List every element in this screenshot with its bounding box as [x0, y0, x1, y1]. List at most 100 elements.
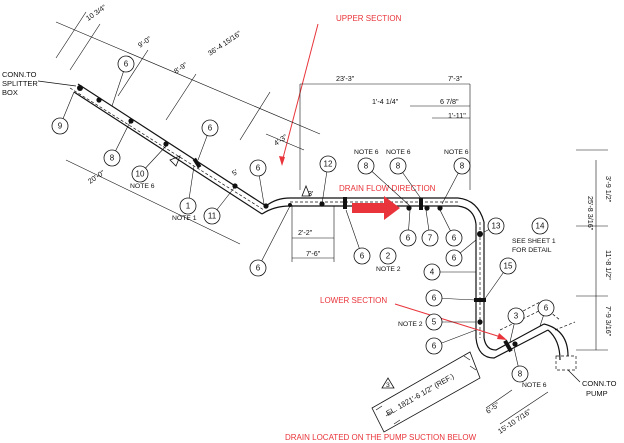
dim-3: 3': [308, 189, 314, 198]
callout-bubble-8: 8: [453, 157, 471, 175]
dimension-lines: [55, 11, 608, 425]
dim-25-8-3-16: 25'-8 3/16": [586, 196, 595, 231]
callout-bubble-6: 6: [201, 119, 219, 137]
conn-splitter-line3: BOX: [2, 88, 18, 97]
dim-8-9: 8'-9": [172, 60, 189, 76]
red-annotations: UPPER SECTION DRAIN FLOW DIRECTION LOWER…: [279, 14, 507, 442]
callout-bubble-label: 5: [432, 318, 437, 327]
elevation-tag: EL. 1821'-6 1/2" (REF.) 3: [371, 351, 481, 433]
callout-bubble-6: 6: [249, 259, 267, 277]
note-6-c: NOTE 6: [386, 149, 411, 156]
see-sheet-line2: FOR DETAIL: [512, 247, 552, 254]
callout-bubble-label: 14: [536, 222, 545, 231]
callout-bubble-label: 6: [256, 164, 261, 173]
callout-bubble-label: 8: [460, 162, 465, 171]
conn-splitter-line2: SPLITTER: [2, 79, 38, 88]
pipe-fittings: [77, 85, 518, 353]
connection-labels: CONN.TO SPLITTER BOX CONN.TO PUMP SEE SH…: [2, 70, 617, 398]
callout-bubble-label: 6: [452, 234, 457, 243]
callout-bubble-6: 6: [249, 159, 267, 177]
note-6-b: NOTE 6: [354, 149, 379, 156]
callout-bubble-8: 8: [357, 157, 375, 175]
callout-bubble-6: 6: [425, 337, 443, 355]
callout-bubble-6: 6: [445, 229, 463, 247]
dim-2-2: 2'-2": [298, 228, 313, 237]
callout-leader: [365, 165, 411, 207]
callout-bubble-5: 5: [425, 313, 443, 331]
lower-section-label: LOWER SECTION: [320, 296, 387, 305]
dim-1-11: 1'-11": [448, 111, 466, 120]
callout-bubble-label: 6: [452, 254, 457, 263]
callout-bubble-10: 10: [131, 165, 149, 183]
note-6-d: NOTE 6: [444, 149, 469, 156]
drain-located-label: DRAIN LOCATED ON THE PUMP SUCTION BELOW: [285, 433, 477, 442]
callout-bubble-13: 13: [487, 217, 505, 235]
dim-23-3: 23'-3": [336, 74, 355, 83]
conn-pump-line1: CONN.TO: [582, 379, 617, 388]
callout-bubble-label: 2: [386, 252, 391, 261]
note-1: NOTE 1: [172, 215, 197, 222]
notes: NOTE 6 NOTE 1 NOTE 6 NOTE 6 NOTE 6 NOTE …: [130, 149, 547, 389]
dim-7-9-3-16: 7'-9 3/16": [604, 306, 613, 337]
callout-bubble-8: 8: [103, 149, 121, 167]
callout-bubble-label: 6: [432, 342, 437, 351]
callout-bubble-label: 11: [208, 212, 217, 221]
callout-leader: [257, 205, 291, 269]
callout-bubble-label: 10: [136, 170, 145, 179]
note-2-a: NOTE 2: [376, 266, 401, 273]
callout-bubble-7: 7: [421, 229, 439, 247]
callout-bubble-9: 9: [51, 117, 69, 135]
callout-bubble-6: 6: [537, 299, 555, 317]
callout-bubble-label: 6: [360, 252, 365, 261]
callout-bubble-label: 13: [492, 222, 501, 231]
callout-bubble-label: 6: [124, 60, 129, 69]
callout-bubble-14: 14: [531, 217, 549, 235]
conn-pump-line2: PUMP: [586, 389, 608, 398]
callout-bubble-6: 6: [399, 229, 417, 247]
callout-bubble-6: 6: [425, 289, 443, 307]
callout-bubble-label: 8: [396, 162, 401, 171]
callout-bubble-label: 8: [110, 154, 115, 163]
dim-20-0: 20'-0": [86, 168, 107, 186]
callout-bubble-4: 4: [423, 263, 441, 281]
dim-6-5: 6'-5": [484, 400, 501, 416]
callout-bubble-12: 12: [319, 155, 337, 173]
callout-bubble-3: 3: [507, 307, 525, 325]
callout-bubble-8: 8: [511, 365, 529, 383]
callout-bubble-label: 6: [406, 234, 411, 243]
dim-1-4-1-4: 1'-4 1/4": [372, 97, 399, 106]
conn-splitter-line1: CONN.TO: [2, 70, 37, 79]
callout-bubble-label: 8: [518, 370, 523, 379]
triangle-3-label: 3: [386, 382, 390, 389]
callout-bubble-label: 6: [544, 304, 549, 313]
dim-10-3-4: 10 3/4": [84, 2, 108, 22]
callout-bubble-11: 11: [203, 207, 221, 225]
note-6-e: NOTE 6: [522, 382, 547, 389]
callout-bubble-label: 3: [514, 312, 519, 321]
drain-flow-arrow: [352, 196, 400, 220]
callout-bubble-6: 6: [117, 55, 135, 73]
callout-bubble-6: 6: [445, 249, 463, 267]
dim-36-4: 36'-4 15/16": [206, 29, 243, 58]
callout-bubble-15: 15: [499, 257, 517, 275]
dim-9-0: 9'-0": [136, 34, 153, 50]
drain-flow-direction-label: DRAIN FLOW DIRECTION: [339, 184, 436, 193]
see-sheet-line1: SEE SHEET 1: [512, 238, 556, 245]
callout-bubble-6: 6: [353, 247, 371, 265]
dim-3-9-1-2: 3'-9 1/2": [604, 176, 613, 203]
upper-section-label: UPPER SECTION: [336, 14, 402, 23]
note-2-b: NOTE 2: [398, 321, 423, 328]
dim-7-6: 7'-6": [306, 249, 321, 258]
callout-bubble-label: 1: [186, 202, 191, 211]
callout-bubble-label: 8: [364, 162, 369, 171]
callout-bubble-label: 12: [324, 160, 333, 169]
callout-bubble-8: 8: [389, 157, 407, 175]
note-6-a: NOTE 6: [130, 183, 155, 190]
dim-5: 5': [230, 167, 240, 178]
callout-bubble-label: 6: [208, 124, 213, 133]
callout-bubble-label: 7: [428, 234, 433, 243]
dim-15-10-7-16: 15'-10 7/16": [496, 407, 533, 436]
callout-bubble-2: 2: [379, 247, 397, 265]
